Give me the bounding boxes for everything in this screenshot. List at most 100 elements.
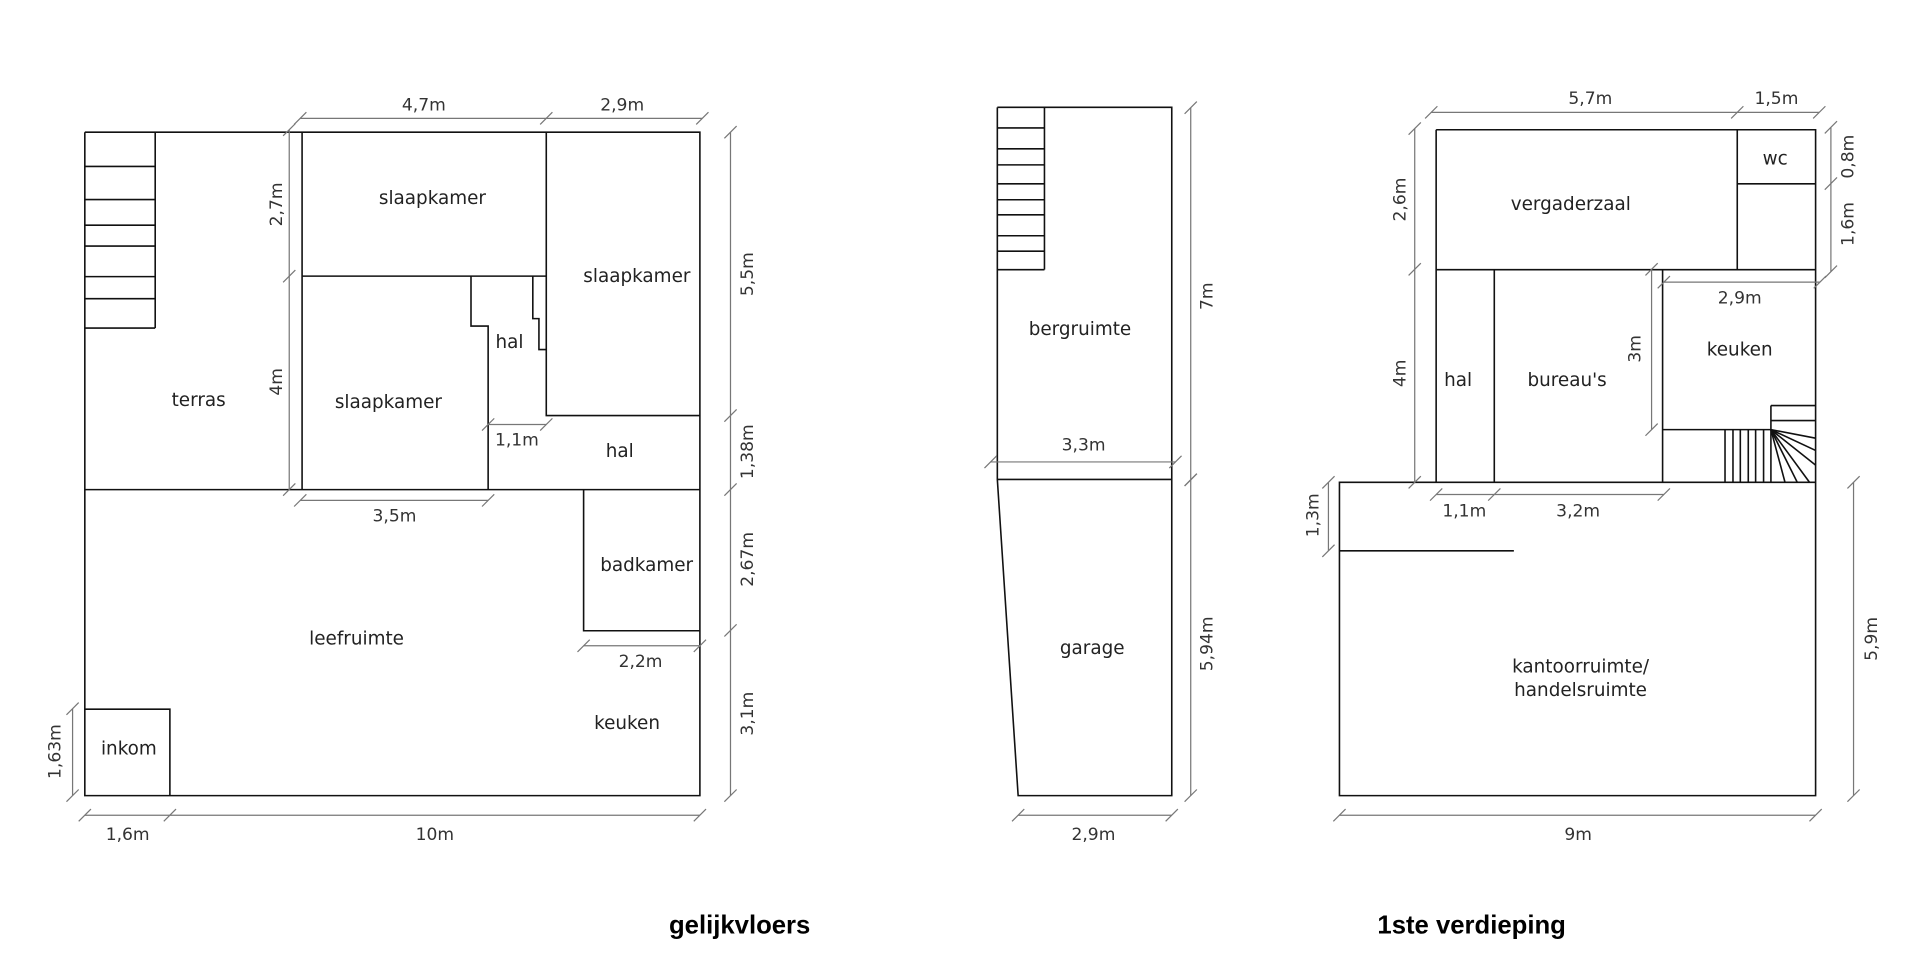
- dimension-tick: [723, 623, 738, 637]
- walls: [84, 106, 1817, 797]
- room-label-bergruimte: bergruimte: [1029, 319, 1132, 340]
- dimension-tick: [723, 125, 738, 139]
- dimension-tick: [1846, 789, 1861, 803]
- dimension-tick: [78, 808, 92, 822]
- dimension-tick: [1408, 475, 1422, 489]
- room-label-handelsruimte: handelsruimte: [1514, 680, 1647, 701]
- room-label-bureaus: bureau's: [1528, 370, 1607, 391]
- dimension-tick: [1184, 473, 1198, 487]
- room-label-leefruimte: leefruimte: [309, 628, 404, 649]
- dimension-tick: [293, 111, 307, 125]
- room-label-wc: wc: [1763, 149, 1788, 170]
- wall: [545, 132, 700, 417]
- room-label-slaapkamer: slaapkamer: [583, 266, 691, 287]
- wall: [996, 106, 1173, 797]
- floor-title-ground: gelijkvloers: [669, 911, 810, 939]
- dimension-tick: [1165, 808, 1179, 822]
- dimension-tick: [1408, 262, 1422, 276]
- dimension-label: 4,7m: [402, 95, 446, 115]
- dimension-label: 2,67m: [738, 532, 758, 587]
- room-label-slaapkamer: slaapkamer: [335, 392, 443, 413]
- dimension-tick: [282, 269, 296, 283]
- floor-title-first: 1ste verdieping: [1377, 911, 1565, 939]
- dimension-label: 3,1m: [738, 692, 758, 736]
- dimension-tick: [66, 702, 80, 716]
- dimension-label: 0,8m: [1839, 135, 1859, 179]
- dimension-label: 3,5m: [373, 507, 417, 527]
- dimension-tick: [1332, 808, 1347, 822]
- dimension-tick: [1408, 121, 1422, 136]
- dimension-tick: [723, 789, 738, 803]
- dimension-label: 3,2m: [1556, 502, 1600, 522]
- first-floor-plan: vergaderzaal wc hal bureau's keuken kant…: [1304, 89, 1882, 939]
- room-label-vergaderzaal: vergaderzaal: [1511, 194, 1631, 215]
- dimension-tick: [577, 639, 591, 653]
- dimension-label: 2,6m: [1391, 178, 1411, 222]
- room-label-badkamer: badkamer: [600, 555, 693, 576]
- wall: [582, 489, 700, 632]
- dimension-tick: [1184, 789, 1198, 803]
- dimension-tick: [1168, 455, 1182, 469]
- dimension-label: 5,7m: [1568, 89, 1612, 109]
- stair-winder-step: [1770, 429, 1817, 466]
- dimension-label: 1,6m: [1839, 202, 1859, 246]
- dimension-tick: [1321, 544, 1335, 558]
- room-label-hal: hal: [496, 332, 524, 353]
- stair-winder-step: [1770, 429, 1811, 483]
- dimension-tick: [1657, 487, 1671, 502]
- dimension-label: 7m: [1197, 282, 1217, 310]
- dimension-tick: [539, 111, 553, 125]
- room-label-hal: hal: [1444, 370, 1472, 391]
- dimension-tick: [1730, 105, 1744, 119]
- dimension-label: 1,1m: [1442, 502, 1486, 522]
- dimension-tick: [1657, 275, 1671, 289]
- dimension-tick: [1824, 120, 1838, 134]
- room-label-inkom: inkom: [101, 739, 157, 760]
- wall: [84, 708, 171, 796]
- dimension-label: 2,2m: [619, 652, 663, 672]
- room-label-keuken: keuken: [1707, 340, 1773, 361]
- middle-building-plan: bergruimte garage 7m 3,3m 5,94m 2,9m: [1029, 282, 1218, 844]
- stair-winder-step: [1770, 429, 1798, 483]
- dimension-label: 2,9m: [1071, 825, 1115, 845]
- dimension-label: 5,9m: [1862, 617, 1882, 661]
- wall: [470, 276, 489, 490]
- dimension-tick: [1645, 262, 1659, 276]
- ground-floor-plan: terras slaapkamer slaapkamer slaapkamer …: [45, 95, 810, 939]
- dimension-label: 5,5m: [738, 252, 758, 296]
- dimension-tick: [1184, 101, 1198, 115]
- dimension-label: 10m: [416, 825, 454, 845]
- dimension-lines: [66, 101, 1861, 822]
- dimension-tick: [723, 483, 738, 497]
- stair-winder-step: [1770, 428, 1816, 439]
- dimension-tick: [723, 409, 738, 423]
- dimension-tick: [693, 639, 707, 653]
- wall: [532, 276, 547, 351]
- dimension-tick: [163, 808, 177, 822]
- dimension-label: 5,94m: [1197, 616, 1217, 671]
- room-label-keuken: keuken: [594, 713, 660, 734]
- dimension-tick: [1424, 105, 1438, 119]
- dimension-label: 2,9m: [1718, 289, 1762, 309]
- room-label-slaapkamer: slaapkamer: [379, 188, 487, 209]
- dimension-tick: [1846, 475, 1861, 489]
- room-label-terras: terras: [172, 390, 226, 411]
- dimension-tick: [1321, 475, 1335, 489]
- dimension-label: 2,9m: [600, 95, 644, 115]
- dimension-tick: [1824, 265, 1838, 279]
- dimension-label: 2,7m: [267, 182, 287, 226]
- dimension-label: 4m: [1391, 360, 1411, 388]
- dimension-label: 3m: [1626, 335, 1646, 363]
- dimension-tick: [481, 417, 495, 432]
- dimension-tick: [693, 808, 707, 822]
- dimension-tick: [984, 455, 998, 469]
- dimension-tick: [282, 123, 296, 137]
- room-label-garage: garage: [1060, 638, 1125, 659]
- dimension-tick: [1645, 423, 1659, 437]
- dimension-tick: [1812, 105, 1826, 119]
- dimension-tick: [1429, 487, 1443, 502]
- dimension-tick: [293, 493, 307, 507]
- stair-winder-step: [1770, 428, 1816, 452]
- dimension-label: 1,6m: [106, 825, 150, 845]
